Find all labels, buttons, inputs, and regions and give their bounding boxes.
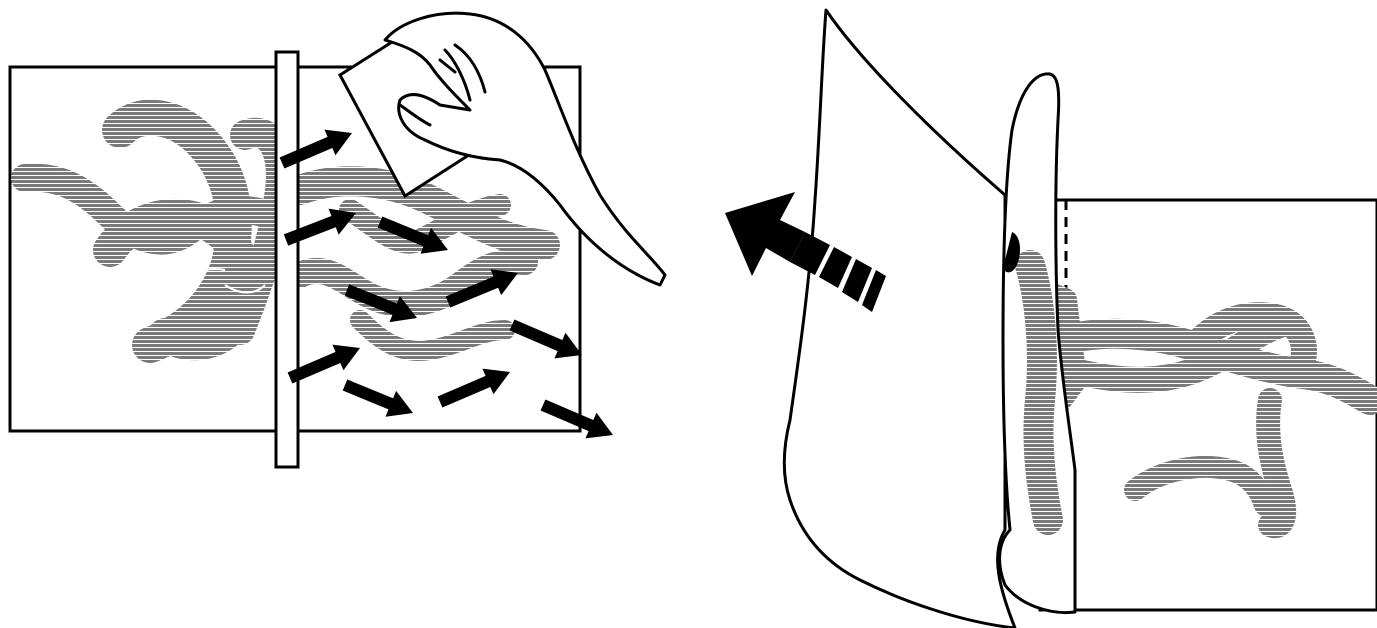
panel-left-squeegee-application	[10, 13, 665, 467]
wall-sheet-right	[1040, 200, 1377, 610]
curl-artwork	[1030, 265, 1048, 520]
transfer-strip-icon	[276, 52, 298, 467]
panel-right-peel-backing	[725, 10, 1377, 628]
backing-paper-icon	[784, 10, 1015, 628]
